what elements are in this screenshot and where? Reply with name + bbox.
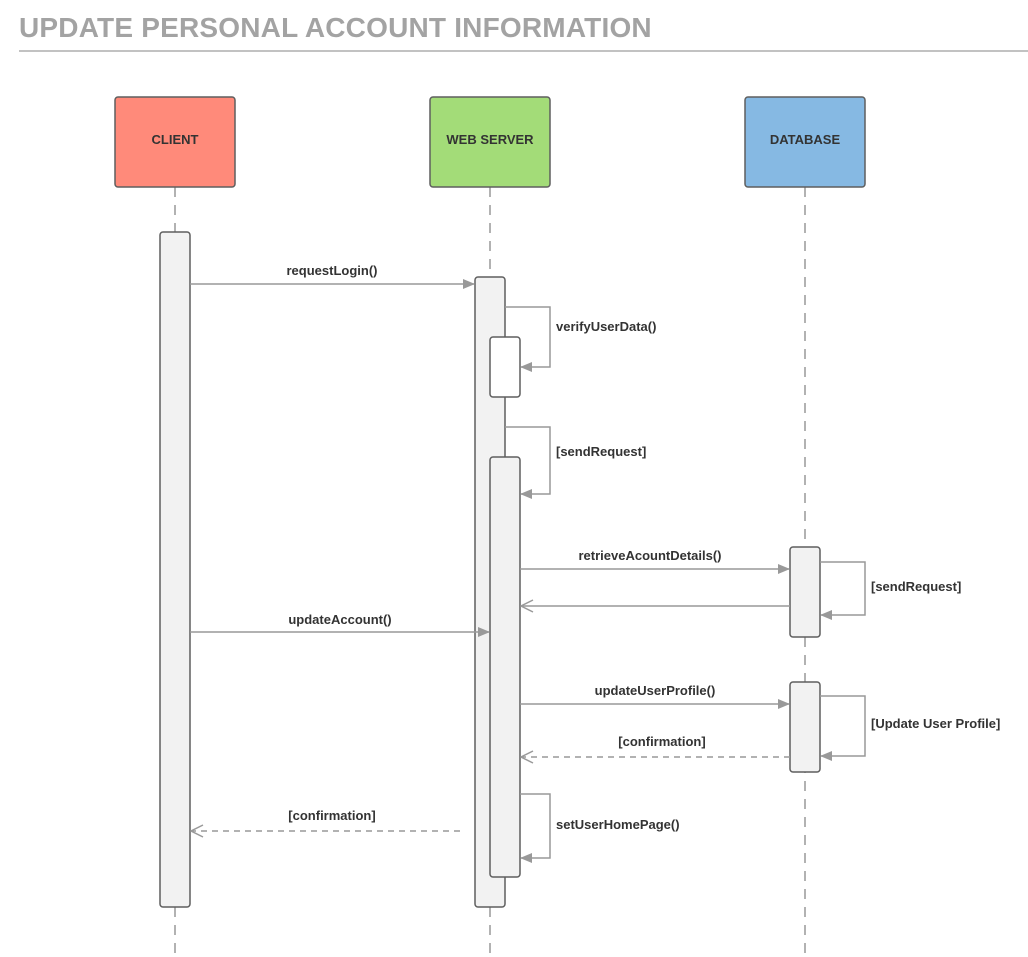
participant-web-server[interactable]: WEB SERVER — [429, 96, 551, 188]
web-server-verify-activation — [489, 336, 521, 398]
title-divider — [19, 50, 1028, 52]
verify-user-data-label: verifyUserData() — [556, 319, 656, 334]
update-account-label: updateAccount() — [288, 612, 391, 627]
page-title: UPDATE PERSONAL ACCOUNT INFORMATION — [19, 12, 652, 43]
update-user-profile-self-arrow — [820, 695, 866, 761]
database-retrieve-activation — [789, 546, 821, 638]
participant-database[interactable]: DATABASE — [744, 96, 866, 188]
participant-client-label: CLIENT — [152, 132, 199, 147]
client-activation — [159, 231, 191, 908]
send-request-server-label: [sendRequest] — [556, 444, 646, 459]
participant-database-label: DATABASE — [770, 132, 841, 147]
database-update-activation — [789, 681, 821, 773]
update-user-profile-self-label: [Update User Profile] — [871, 716, 1000, 731]
web-server-request-activation — [489, 456, 521, 878]
set-user-home-page-arrow — [520, 793, 551, 863]
verify-user-data-arrow — [505, 306, 551, 372]
confirmation-db-label: [confirmation] — [618, 734, 705, 749]
request-login-label: requestLogin() — [287, 263, 378, 278]
send-request-db-arrow — [820, 561, 866, 620]
update-user-profile-label: updateUserProfile() — [595, 683, 716, 698]
send-request-db-label: [sendRequest] — [871, 579, 961, 594]
participant-client[interactable]: CLIENT — [114, 96, 236, 188]
send-request-server-arrow — [505, 426, 551, 499]
participant-web-server-label: WEB SERVER — [446, 132, 534, 147]
set-user-home-page-label: setUserHomePage() — [556, 817, 680, 832]
confirmation-client-label: [confirmation] — [288, 808, 375, 823]
retrieve-account-details-label: retrieveAcountDetails() — [578, 548, 721, 563]
